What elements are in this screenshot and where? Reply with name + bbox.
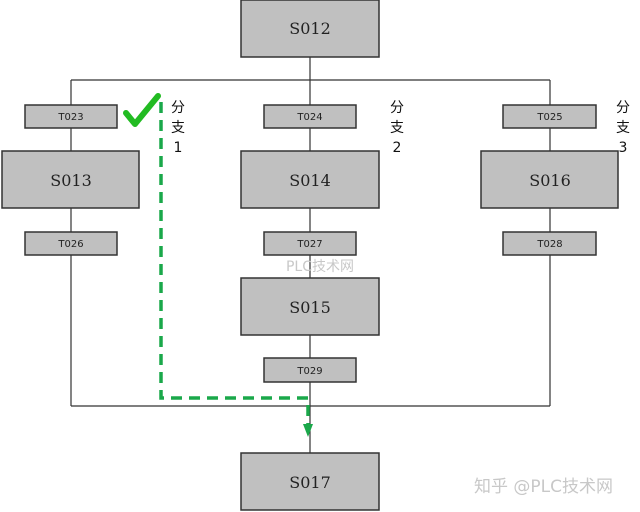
svg-text:支: 支 (171, 120, 185, 136)
svg-text:分: 分 (616, 100, 630, 116)
step-s015: S015 (240, 277, 380, 336)
watermark-corner: 知乎 @PLC技术网 (474, 477, 613, 497)
branch-label-1: 分 支 1 (171, 100, 185, 156)
svg-text:支: 支 (616, 120, 630, 136)
svg-text:1: 1 (174, 140, 183, 156)
transition-t025: T025 (502, 104, 597, 129)
watermark-center: PLC技术网 (286, 259, 354, 275)
svg-text:S015: S015 (289, 298, 331, 317)
step-label: S012 (289, 19, 331, 38)
transition-t024: T024 (263, 104, 357, 129)
svg-text:S013: S013 (50, 171, 92, 190)
svg-text:S016: S016 (529, 171, 571, 190)
transition-t027: T027 (263, 231, 357, 256)
svg-text:2: 2 (393, 140, 402, 156)
svg-text:T029: T029 (296, 366, 322, 377)
svg-text:T025: T025 (536, 112, 562, 123)
step-s014: S014 (240, 150, 380, 209)
svg-text:分: 分 (171, 100, 185, 116)
branch-label-3: 分 支 3 (616, 100, 630, 156)
transition-t026: T026 (24, 231, 118, 256)
step-s017: S017 (240, 452, 380, 511)
svg-text:T023: T023 (57, 112, 83, 123)
check-icon (123, 93, 161, 127)
svg-text:T027: T027 (296, 239, 322, 250)
svg-text:支: 支 (390, 120, 404, 136)
transition-t028: T028 (502, 231, 597, 256)
svg-text:分: 分 (390, 100, 404, 116)
svg-text:T028: T028 (536, 239, 562, 250)
branch-label-2: 分 支 2 (390, 100, 404, 156)
active-path-arrow (159, 102, 310, 428)
step-s013: S013 (1, 150, 140, 209)
transition-t023: T023 (24, 104, 118, 129)
svg-text:S017: S017 (289, 473, 331, 492)
arrow-head-icon (303, 424, 313, 437)
step-s012: S012 (240, 0, 380, 58)
svg-text:3: 3 (619, 140, 628, 156)
step-s016: S016 (480, 150, 619, 209)
svg-text:T026: T026 (57, 239, 83, 250)
transition-t029: T029 (263, 357, 357, 383)
svg-text:T024: T024 (296, 112, 322, 123)
svg-text:S014: S014 (289, 171, 331, 190)
